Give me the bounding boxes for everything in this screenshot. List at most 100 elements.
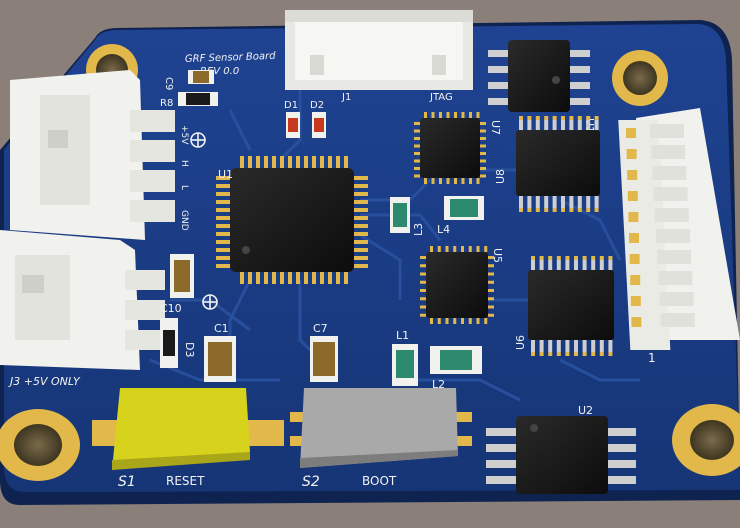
chip-pin: [354, 264, 368, 268]
reset-button[interactable]: [92, 388, 284, 470]
label-c1: C1: [214, 322, 229, 335]
u6-pins: [531, 256, 613, 356]
pin-labels: +5V H L GND: [179, 125, 189, 231]
pin-label-5v: +5V: [179, 125, 189, 145]
chip-pin: [446, 178, 450, 184]
chip-pin: [582, 352, 587, 356]
chip-pin: [531, 352, 535, 356]
chip-pin: [484, 246, 488, 252]
chip-pin: [591, 256, 596, 260]
chip-pin: [240, 156, 244, 168]
chip-pin: [354, 216, 368, 220]
chip-pin: [453, 318, 457, 324]
chip-pin: [561, 208, 565, 212]
chip-pin: [461, 318, 464, 324]
chip-pin: [556, 340, 561, 352]
chip-pin: [608, 352, 613, 356]
chip-pin: [548, 340, 553, 352]
chip-pin: [626, 149, 637, 159]
chip-pin: [539, 260, 544, 270]
chip-pin: [574, 260, 578, 270]
chip-pin: [577, 196, 582, 208]
chip-pin: [431, 178, 435, 184]
inductor-l3: [390, 197, 410, 233]
inductor-l4: [444, 196, 484, 220]
chip-pin: [264, 156, 268, 168]
chip-pin: [569, 116, 574, 120]
chip-pin: [272, 156, 276, 168]
chip-pin: [630, 275, 641, 285]
chip-pin: [216, 232, 230, 236]
board-revision: REV 0.0: [200, 66, 239, 77]
chip-pin: [659, 292, 694, 306]
chip-pin: [599, 256, 604, 260]
label-c9: C9: [163, 77, 174, 90]
chip-pin: [296, 156, 300, 168]
chip-pin: [445, 246, 449, 252]
chip-pin: [420, 280, 426, 284]
u1-pins: [216, 156, 368, 284]
chip-pin: [591, 340, 596, 352]
chip-pin: [488, 264, 494, 268]
chip-u2: [486, 416, 636, 494]
chip-pin: [535, 116, 540, 120]
chip-pin: [248, 156, 252, 168]
u5-pins: [420, 246, 494, 324]
chip-pin: [539, 340, 544, 352]
chip-pin: [565, 260, 570, 270]
chip-pin: [216, 184, 230, 188]
chip-pin: [552, 208, 557, 212]
chip-pin: [565, 256, 570, 260]
chip-pin: [468, 246, 472, 252]
chip-pin: [414, 152, 420, 155]
chip-pin: [627, 170, 638, 180]
connector-right: [618, 108, 740, 350]
chip-pin: [519, 208, 523, 212]
chip-u5: [420, 246, 494, 324]
boot-button[interactable]: [290, 388, 472, 468]
chip-pin: [354, 176, 368, 180]
chip-pin: [548, 352, 553, 356]
chip-pin: [414, 137, 420, 140]
chip-pin: [582, 260, 587, 270]
chip-pin: [437, 246, 441, 252]
chip-pin: [424, 112, 427, 118]
chip-pin: [240, 272, 244, 284]
chip-pin: [594, 196, 599, 208]
chip-pin: [354, 208, 368, 212]
chip-pin: [599, 260, 604, 270]
chip-pin: [608, 340, 613, 352]
chip-pin: [480, 159, 486, 163]
chip-pin: [354, 224, 368, 228]
chip-pin: [556, 352, 561, 356]
u7-pins: [414, 112, 486, 184]
board-title: GRF Sensor Board: [185, 51, 277, 65]
chip-pin: [216, 256, 230, 260]
label-reset: RESET: [166, 474, 205, 488]
chip-pin: [488, 272, 494, 276]
label-d2: D2: [310, 100, 324, 111]
label-c10: C10: [160, 302, 182, 315]
label-l1: L1: [396, 329, 409, 342]
diode-d3: [160, 318, 178, 368]
chip-pin: [454, 112, 457, 118]
chip-u1: [216, 156, 368, 284]
chip-pin: [548, 260, 553, 270]
chip-pin: [569, 208, 574, 212]
chip-pin: [216, 240, 230, 244]
chip-pin: [599, 352, 604, 356]
chip-pin: [586, 120, 591, 130]
chip-pin: [296, 272, 300, 284]
chip-pin: [216, 192, 230, 196]
label-boot: BOOT: [362, 474, 397, 488]
chip-pin: [599, 340, 604, 352]
label-s2: S2: [302, 474, 320, 490]
label-u7: U7: [489, 120, 502, 135]
chip-pin: [461, 112, 465, 118]
chip-pin: [660, 313, 695, 327]
chip-pin: [420, 305, 426, 309]
connector-right-pins: [626, 124, 695, 327]
chip-pin: [561, 120, 565, 130]
chip-pin: [561, 196, 565, 208]
